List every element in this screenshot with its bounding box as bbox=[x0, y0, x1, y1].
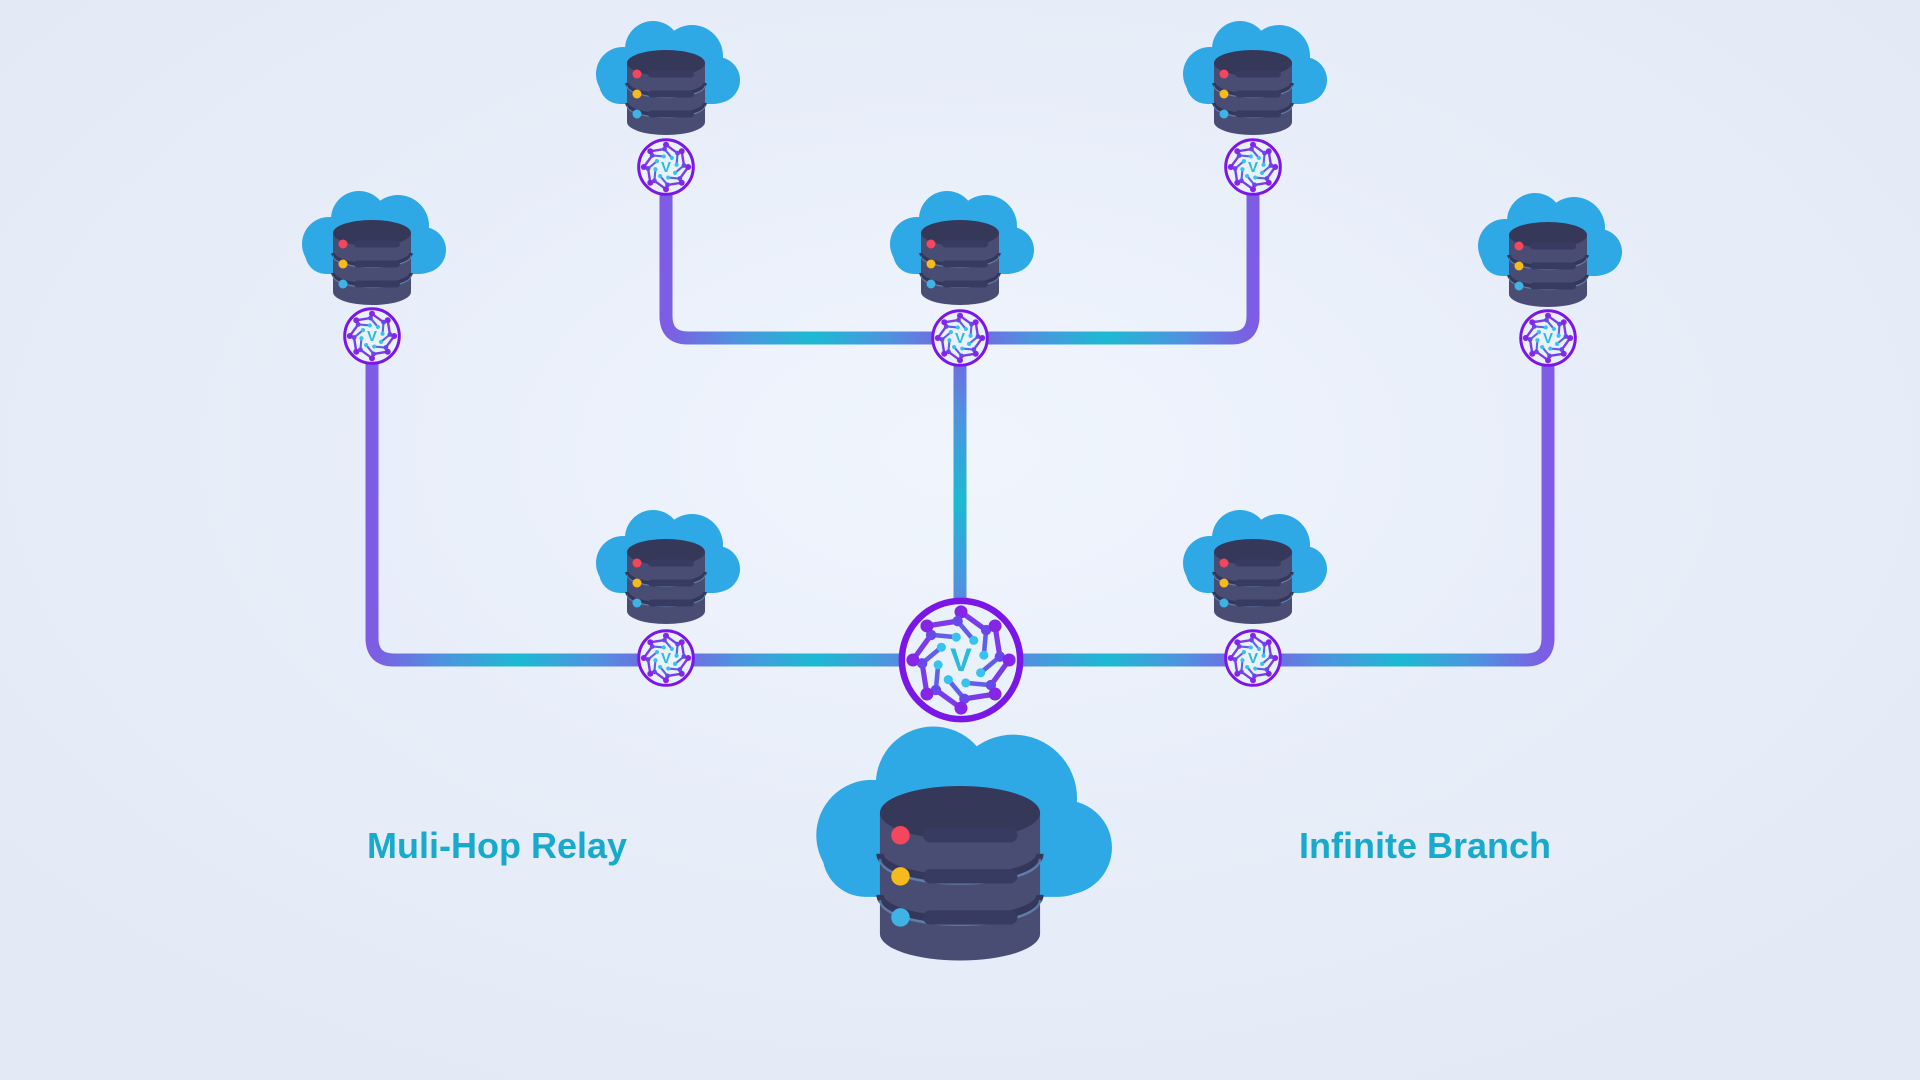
cloud-server-right bbox=[1476, 191, 1623, 309]
cloud-server-mid-right bbox=[1181, 508, 1328, 626]
relay-node-mid-right bbox=[1224, 629, 1282, 687]
relay-node-mid-left bbox=[637, 629, 695, 687]
relay-node-top-right bbox=[1224, 138, 1282, 196]
relay-node-top-left bbox=[343, 307, 401, 365]
relay-node-top bbox=[637, 138, 695, 196]
edge-top-to-topcenter bbox=[659, 186, 967, 345]
edge-topright-to-topcenter bbox=[953, 186, 1260, 345]
cloud-server-top bbox=[594, 19, 741, 137]
cloud-server-top-center bbox=[888, 189, 1035, 307]
cloud-server-top-right bbox=[1181, 19, 1328, 137]
cloud-server-top-left bbox=[300, 189, 447, 307]
hub-node bbox=[896, 595, 1026, 725]
edge-right-to-midright bbox=[1246, 355, 1555, 667]
cloud-server-hub bbox=[806, 716, 1114, 971]
relay-node-right bbox=[1519, 309, 1577, 367]
label-infinite-branch: Infinite Branch bbox=[1298, 825, 1552, 866]
label-multi-hop-relay: Muli-Hop Relay bbox=[366, 825, 628, 866]
edge-topleft-to-midleft bbox=[365, 355, 673, 667]
cloud-server-mid-left bbox=[594, 508, 741, 626]
relay-node-top-center bbox=[931, 309, 989, 367]
